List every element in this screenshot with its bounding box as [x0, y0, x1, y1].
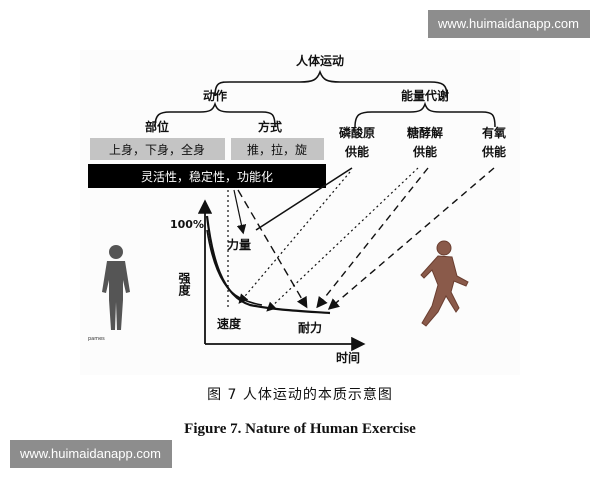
- method-box: [231, 138, 324, 160]
- method-value: 推，拉，旋: [247, 142, 307, 157]
- aerobic-line1: 有氧: [482, 125, 506, 140]
- phosphagen-line2: 供能: [344, 144, 369, 159]
- watermark-top: www.huimaidanapp.com: [428, 10, 590, 38]
- glycolysis-line1: 糖酵解: [407, 125, 443, 140]
- glycolysis-line2: 供能: [412, 144, 437, 159]
- endurance-label: 耐力: [298, 320, 322, 335]
- caption-english: Figure 7. Nature of Human Exercise: [184, 421, 416, 437]
- watermark-bottom: www.huimaidanapp.com: [10, 440, 172, 468]
- action-brace: [154, 101, 276, 128]
- glycolysis-dashed-line: [316, 167, 429, 309]
- part-box: [90, 138, 225, 160]
- diagram-panel: [80, 50, 520, 375]
- part-label: 部位: [145, 119, 169, 134]
- standing-human-icon: [102, 245, 130, 330]
- root-brace: [214, 69, 448, 97]
- phosphagen-solid-line: [255, 167, 353, 231]
- figure-left-label: pames: [88, 336, 105, 342]
- qualities-bar: [88, 164, 326, 188]
- action-label: 动作: [203, 88, 227, 103]
- y-top-label: 100%: [170, 218, 204, 231]
- phosphagen-line1: 磷酸原: [339, 125, 375, 140]
- strength-label: 力量: [227, 237, 251, 252]
- running-human-icon: [420, 240, 469, 327]
- caption-chinese: 图 7 人体运动的本质示意图: [207, 387, 393, 403]
- phosphagen-dotted-line: [238, 171, 351, 304]
- connector-solid-strength: [233, 189, 247, 235]
- energy-label: 能量代谢: [401, 88, 449, 103]
- part-value: 上身，下身，全身: [109, 142, 205, 157]
- root-label: 人体运动: [296, 53, 344, 68]
- qualities-text: 灵活性，稳定性，功能化: [141, 169, 273, 184]
- aerobic-line2: 供能: [481, 144, 506, 159]
- x-axis-label: 时间: [336, 350, 360, 365]
- connector-dashed-endurance: [237, 189, 308, 309]
- speed-label: 速度: [217, 316, 242, 331]
- strength-curve: [205, 215, 331, 315]
- method-label: 方式: [258, 119, 282, 134]
- y-axis-label: 强度: [177, 272, 191, 297]
- energy-brace: [354, 101, 496, 128]
